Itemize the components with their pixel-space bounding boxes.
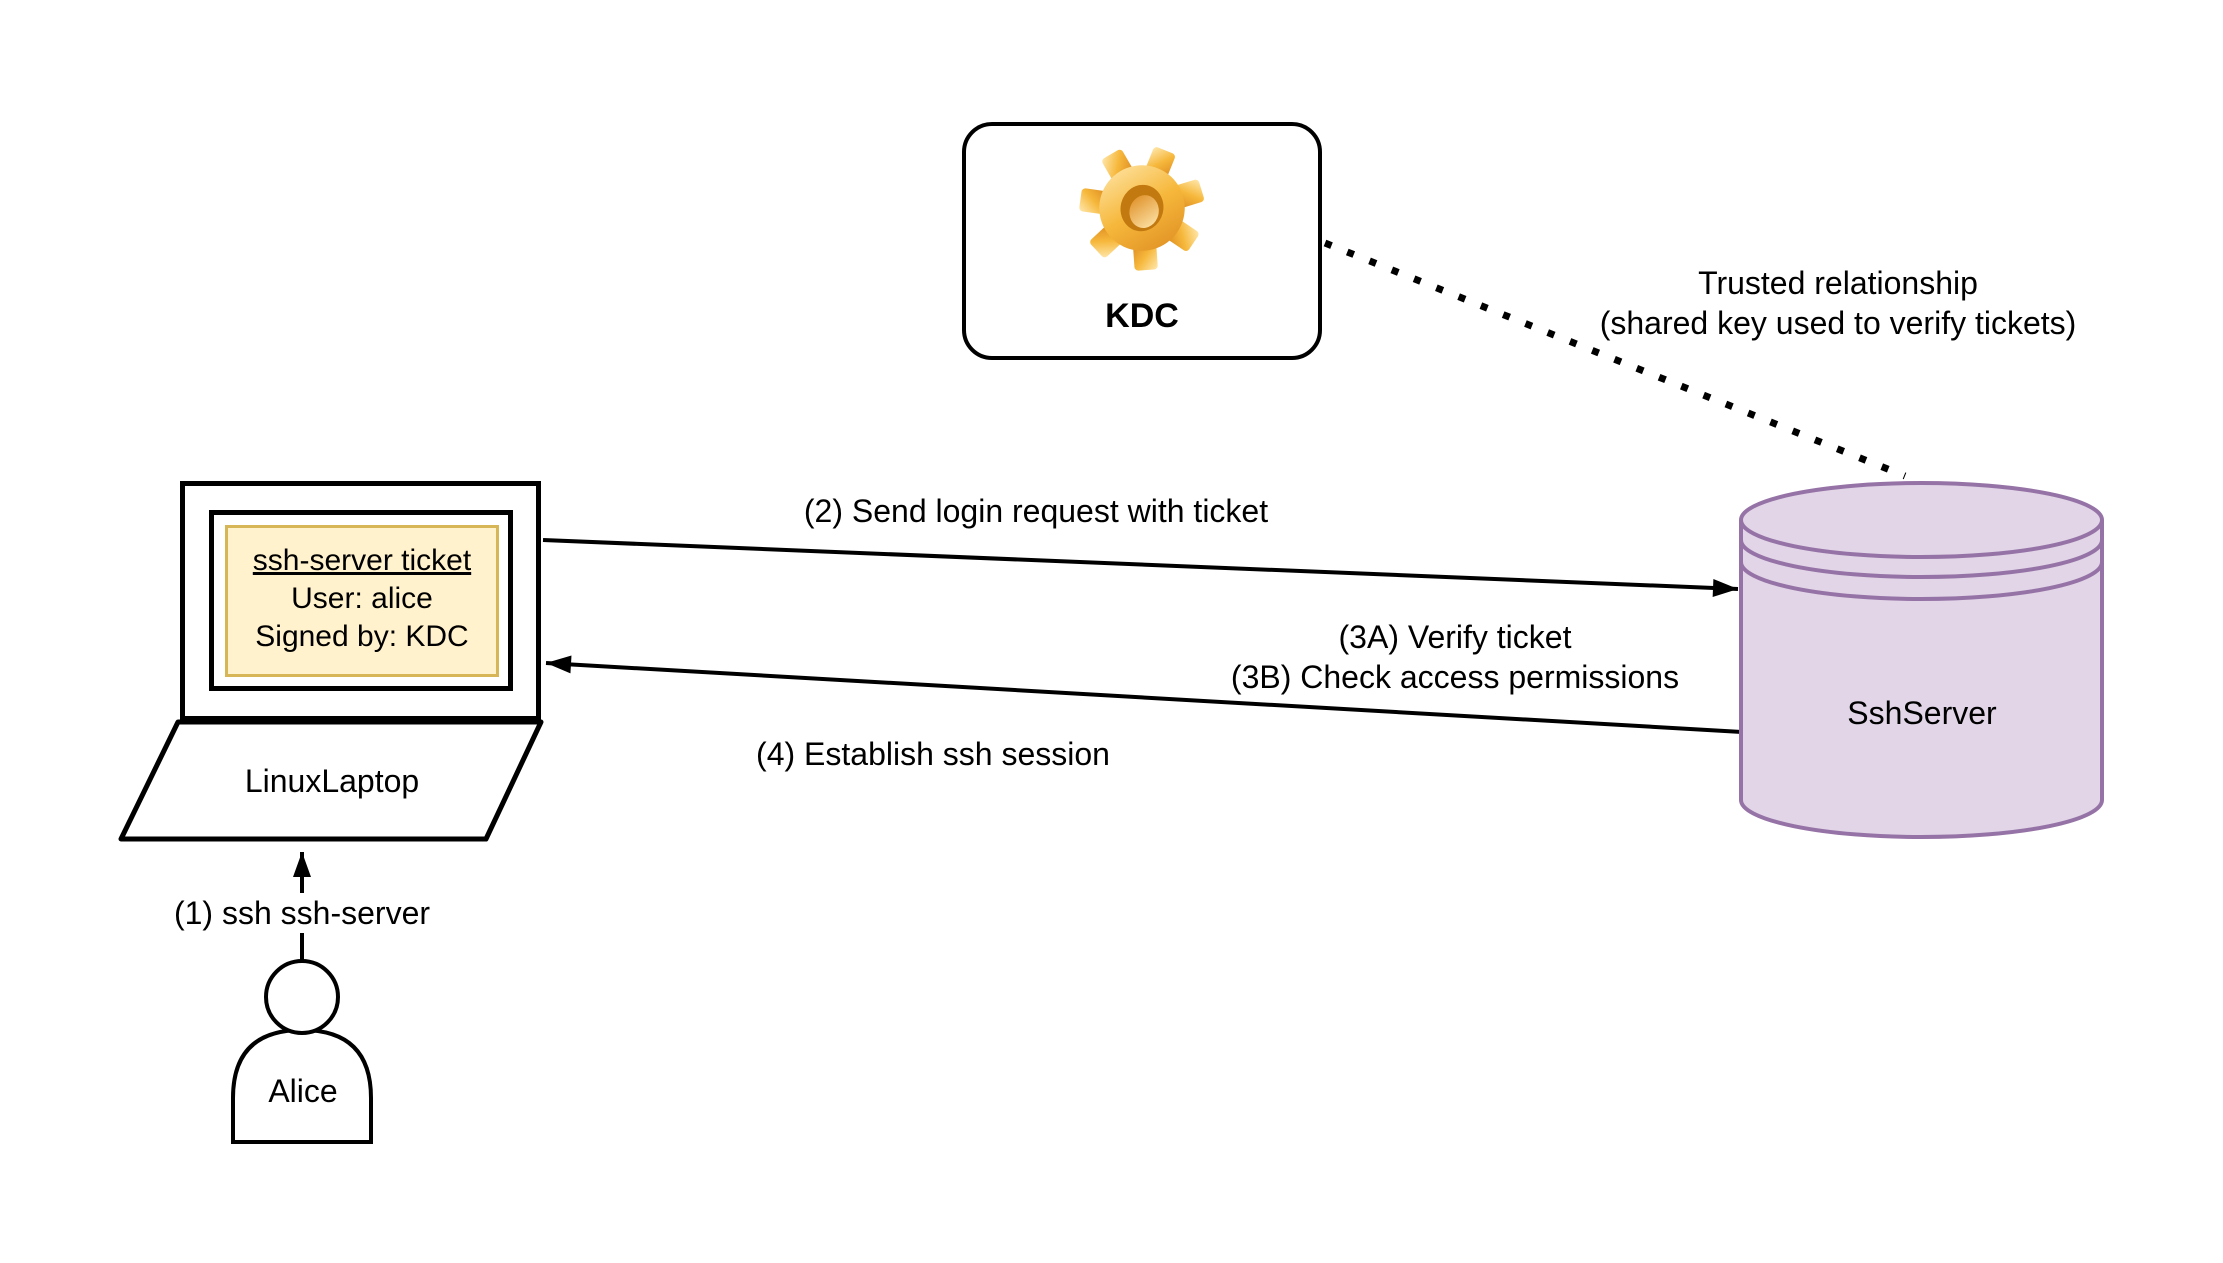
actor-label: Alice [268, 1073, 338, 1109]
server-cylinder-body [1739, 520, 2104, 839]
server-cylinder-top [1739, 481, 2104, 559]
trusted-relationship-connector [1323, 239, 1907, 480]
actor-head [264, 959, 340, 1035]
server-cylinder-ring2 [1739, 561, 2104, 601]
step1-label: (1) ssh ssh-server [165, 893, 439, 933]
ticket-title: ssh-server ticket [252, 544, 472, 577]
step2-label: (2) Send login request with ticket [803, 493, 1269, 529]
server-cylinder-ring1 [1739, 539, 2104, 579]
step3a-label: (3A) Verify ticket [1338, 619, 1572, 655]
ticket-user-line: User: alice [291, 582, 433, 615]
server-cylinder [1739, 481, 2104, 839]
gear-icon [1074, 134, 1210, 289]
step3b-label: (3B) Check access permissions [1230, 659, 1680, 695]
laptop-label: LinuxLaptop [244, 763, 420, 799]
actor-figure [231, 959, 373, 1144]
step4-label: (4) Establish ssh session [756, 736, 1110, 772]
trusted-note: Trusted relationship (shared key used to… [1488, 263, 2188, 343]
step3-label: (3A) Verify ticket (3B) Check access per… [1231, 617, 1679, 697]
server-label: SshServer [1847, 695, 1997, 731]
trusted-note-line2: (shared key used to verify tickets) [1599, 305, 2077, 341]
arrow-step2 [542, 538, 1739, 597]
laptop-base [118, 719, 544, 842]
ticket-signed-line: Signed by: KDC [255, 620, 469, 653]
kdc-label: KDC [1105, 297, 1179, 335]
trusted-note-line1: Trusted relationship [1698, 265, 1978, 301]
kdc-node: KDC [962, 122, 1322, 360]
ticket-box: ssh-server ticket User: alice Signed by:… [225, 525, 499, 677]
arrow-step4 [545, 655, 1743, 734]
